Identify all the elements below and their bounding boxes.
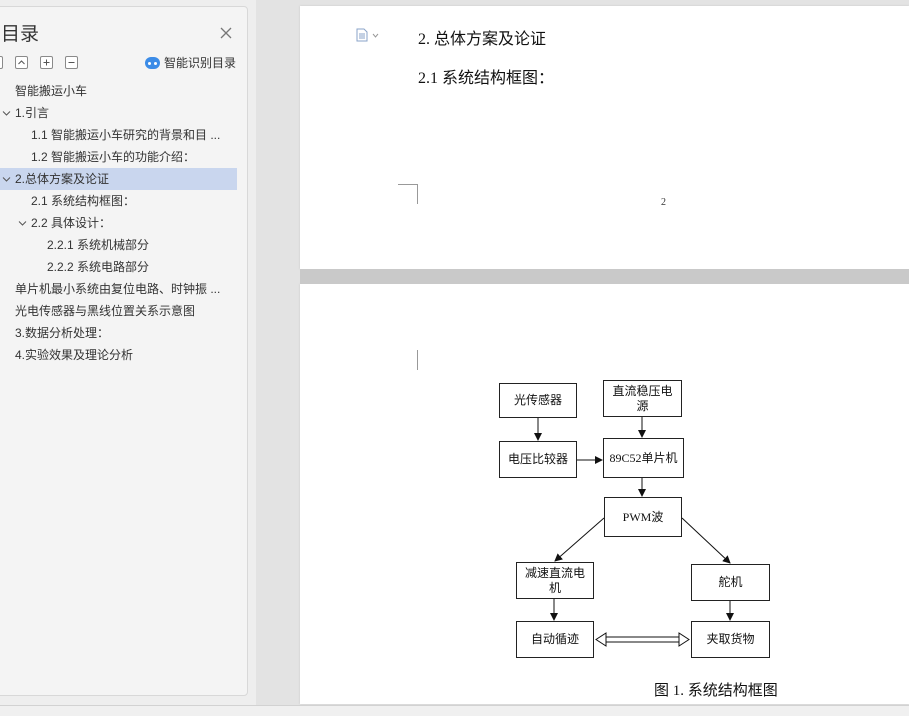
minus-icon <box>68 62 75 63</box>
document-icon[interactable] <box>356 28 382 42</box>
toc-item[interactable]: 光电传感器与黑线位置关系示意图 <box>0 300 237 322</box>
add-level-button[interactable] <box>40 56 53 69</box>
chevron-up-icon <box>18 60 25 65</box>
smart-toc-label: 智能识别目录 <box>164 56 237 70</box>
toc-item[interactable]: 1.1 智能搬运小车研究的背景和目 ... <box>0 124 237 146</box>
toc-item[interactable]: 2.2.2 系统电路部分 <box>0 256 237 278</box>
smart-toc-button[interactable]: 智能识别目录 <box>145 54 236 71</box>
toc-item[interactable]: 2.1 系统结构框图： <box>0 190 237 212</box>
document-area[interactable]: 2. 总体方案及论证 2.1 系统结构框图： 2 图 1. 系统结构框图 光传感… <box>256 0 909 715</box>
toc-title: 目录 <box>1 24 40 45</box>
toc-item-label: 1.1 智能搬运小车研究的背景和目 ... <box>31 128 221 142</box>
toc-item[interactable]: 智能搬运小车 <box>0 80 237 102</box>
toc-item-label: 2.1 系统结构框图： <box>31 194 136 208</box>
heading-2-1: 2.1 系统结构框图： <box>418 70 555 87</box>
chevron-down-icon[interactable] <box>18 219 27 228</box>
toc-item[interactable]: 2.2 具体设计： <box>0 212 237 234</box>
status-bar <box>0 705 909 716</box>
page-separator <box>300 269 909 284</box>
crop-mark <box>398 350 418 370</box>
toc-item-label: 3.数据分析处理： <box>15 326 110 340</box>
toc-item-label: 2.2.1 系统机械部分 <box>47 238 150 252</box>
box-servo: 舵机 <box>691 564 770 601</box>
toc-item-label: 2.总体方案及论证 <box>15 172 110 186</box>
box-grab-cargo: 夹取货物 <box>691 621 770 658</box>
toc-item-label: 4.实验效果及理论分析 <box>15 348 134 362</box>
plus-icon <box>43 59 50 66</box>
box-auto-tracking: 自动循迹 <box>516 621 594 658</box>
box-dc-power: 直流稳压电源 <box>603 380 682 417</box>
box-light-sensor: 光传感器 <box>499 383 577 418</box>
toc-panel: 目录 智能识别目录 <box>0 6 248 696</box>
heading-2: 2. 总体方案及论证 <box>418 31 547 48</box>
toc-item[interactable]: 1.2 智能搬运小车的功能介绍： <box>0 146 237 168</box>
figure-caption: 图 1. 系统结构框图 <box>654 683 778 699</box>
toc-item[interactable]: 1.引言 <box>0 102 237 124</box>
toc-item-label: 智能搬运小车 <box>15 84 88 98</box>
ai-robot-icon <box>145 56 160 69</box>
page-2: 2. 总体方案及论证 2.1 系统结构框图： 2 <box>300 6 909 269</box>
toc-pane: 目录 智能识别目录 智能搬运小车 1.引言 1.1 智能搬运小车研究的背景和目 ..… <box>0 0 257 715</box>
page-3: 图 1. 系统结构框图 <box>300 284 909 704</box>
toc-item[interactable]: 2.2.1 系统机械部分 <box>0 234 237 256</box>
chevron-down-icon[interactable] <box>2 175 11 184</box>
toc-item[interactable]: 单片机最小系统由复位电路、时钟振 ... <box>0 278 237 300</box>
toc-item-label: 光电传感器与黑线位置关系示意图 <box>15 304 196 318</box>
crop-mark <box>398 184 418 204</box>
remove-level-button[interactable] <box>65 56 78 69</box>
toc-item-label: 1.2 智能搬运小车的功能介绍： <box>31 150 196 164</box>
toc-item[interactable]: 3.数据分析处理： <box>0 322 237 344</box>
toc-item[interactable]: 2.总体方案及论证 <box>0 168 237 190</box>
box-dc-motor: 减速直流电机 <box>516 562 594 599</box>
box-voltage-comparator: 电压比较器 <box>499 441 577 478</box>
toc-item-label: 2.2 具体设计： <box>31 216 112 230</box>
chevron-down-icon <box>0 58 1 67</box>
chevron-down-icon[interactable] <box>2 109 11 118</box>
box-mcu: 89C52单片机 <box>603 438 684 478</box>
collapse-all-button[interactable] <box>0 56 3 69</box>
toc-item-label: 2.2.2 系统电路部分 <box>47 260 150 274</box>
toc-item-label: 单片机最小系统由复位电路、时钟振 ... <box>15 282 221 296</box>
toc-item-label: 1.引言 <box>15 106 50 120</box>
toc-item[interactable]: 4.实验效果及理论分析 <box>0 344 237 366</box>
page-number: 2 <box>661 197 666 208</box>
box-pwm: PWM波 <box>604 497 682 537</box>
expand-all-button[interactable] <box>15 56 28 69</box>
close-icon[interactable] <box>218 25 234 41</box>
